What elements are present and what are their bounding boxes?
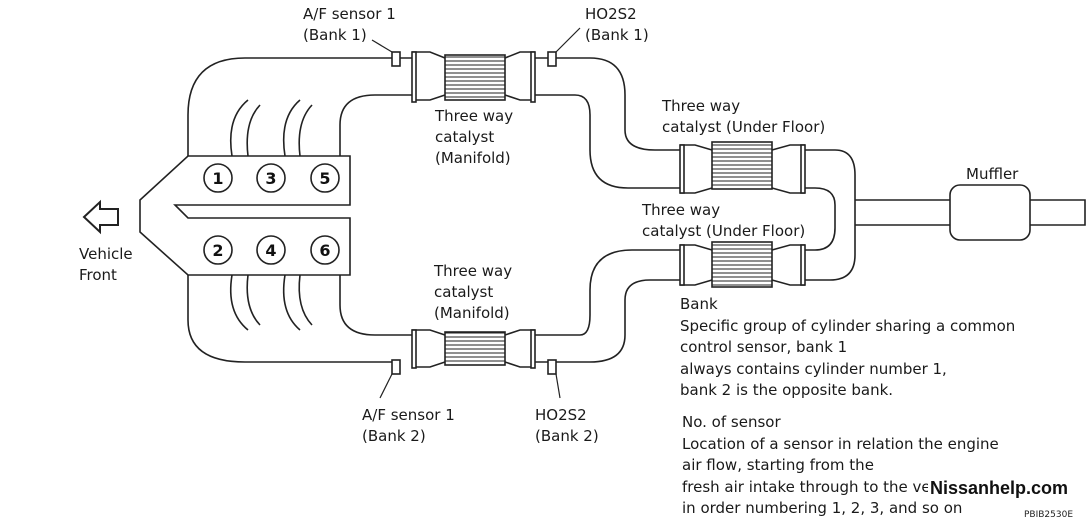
cylinder-4-label: 4 [265,241,276,260]
cylinder-1-label: 1 [212,169,223,188]
cylinder-3 [256,163,286,193]
bank2-runner-2 [282,274,301,331]
pipe-upper-a [535,57,680,151]
bank-note: Bank Specific group of cylinder sharing … [680,295,1016,399]
leader-af-bank2 [379,373,393,399]
bank2-runner-2b [298,274,313,326]
catalyst-underfloor-lower [679,241,806,288]
bank1-runner-2 [282,99,301,157]
cylinder-5-label: 5 [319,169,330,188]
bank2-manifold-inner [339,275,412,336]
leader-af-bank1 [371,39,393,53]
engine-block [139,155,351,276]
bank2-runner-1b [246,274,261,326]
cylinder-3-label: 3 [265,169,276,188]
pipe-lower-b [535,279,680,363]
af-sensor-bank2 [391,359,401,375]
cylinder-2 [203,235,233,265]
bank1-runner-1 [229,99,249,157]
bank1-runner-2b [298,104,313,157]
pipe-merge-lower [805,187,836,251]
pipe-tail [1030,199,1086,226]
cylinder-6 [310,235,340,265]
catalyst-manifold-bank1 [411,51,536,103]
bank1-manifold-inner [339,94,412,156]
catalyst-underfloor-upper [679,141,806,194]
vehicle-front-arrow [82,199,119,235]
ho2s2-bank1-label: HO2S2(Bank 1) [585,5,649,44]
cylinder-2-label: 2 [212,241,223,260]
bank2-manifold-outer [187,275,393,363]
cylinder-5 [310,163,340,193]
bank1-runner-1b [246,104,261,157]
af-sensor-bank2-label: A/F sensor 1(Bank 2) [362,406,455,445]
sensor-note-title: No. of sensor [682,413,781,431]
leader-ho2s2-bank1 [555,27,581,53]
pipe-upper-b [535,94,680,189]
ho2s2-bank2-label: HO2S2(Bank 2) [535,406,599,445]
cylinder-6-label: 6 [319,241,330,260]
cylinder-1 [203,163,233,193]
ho2s2-bank1 [547,51,557,67]
af-sensor-bank1-label: A/F sensor 1(Bank 1) [303,5,396,44]
figure-code: PBIB2530E [1024,510,1074,520]
watermark: Nissanhelp.com [928,478,1071,499]
pipe-lower-a [535,249,680,336]
muffler-body [949,184,1031,241]
muffler-label: Muffler [966,165,1019,183]
pipe-to-muffler [855,199,950,226]
bank-note-title: Bank [680,295,718,313]
cylinder-4 [256,235,286,265]
bank2-runner-1 [229,274,249,331]
pipe-merge-upper [805,149,856,281]
ho2s2-bank2 [547,359,557,375]
catalyst-manifold-bank2 [411,329,536,369]
af-sensor-bank1 [391,51,401,67]
sensor-number-note: No. of sensor Location of a sensor in re… [682,413,1027,517]
leader-ho2s2-bank2 [555,373,561,399]
bank1-manifold-outer [187,57,393,156]
